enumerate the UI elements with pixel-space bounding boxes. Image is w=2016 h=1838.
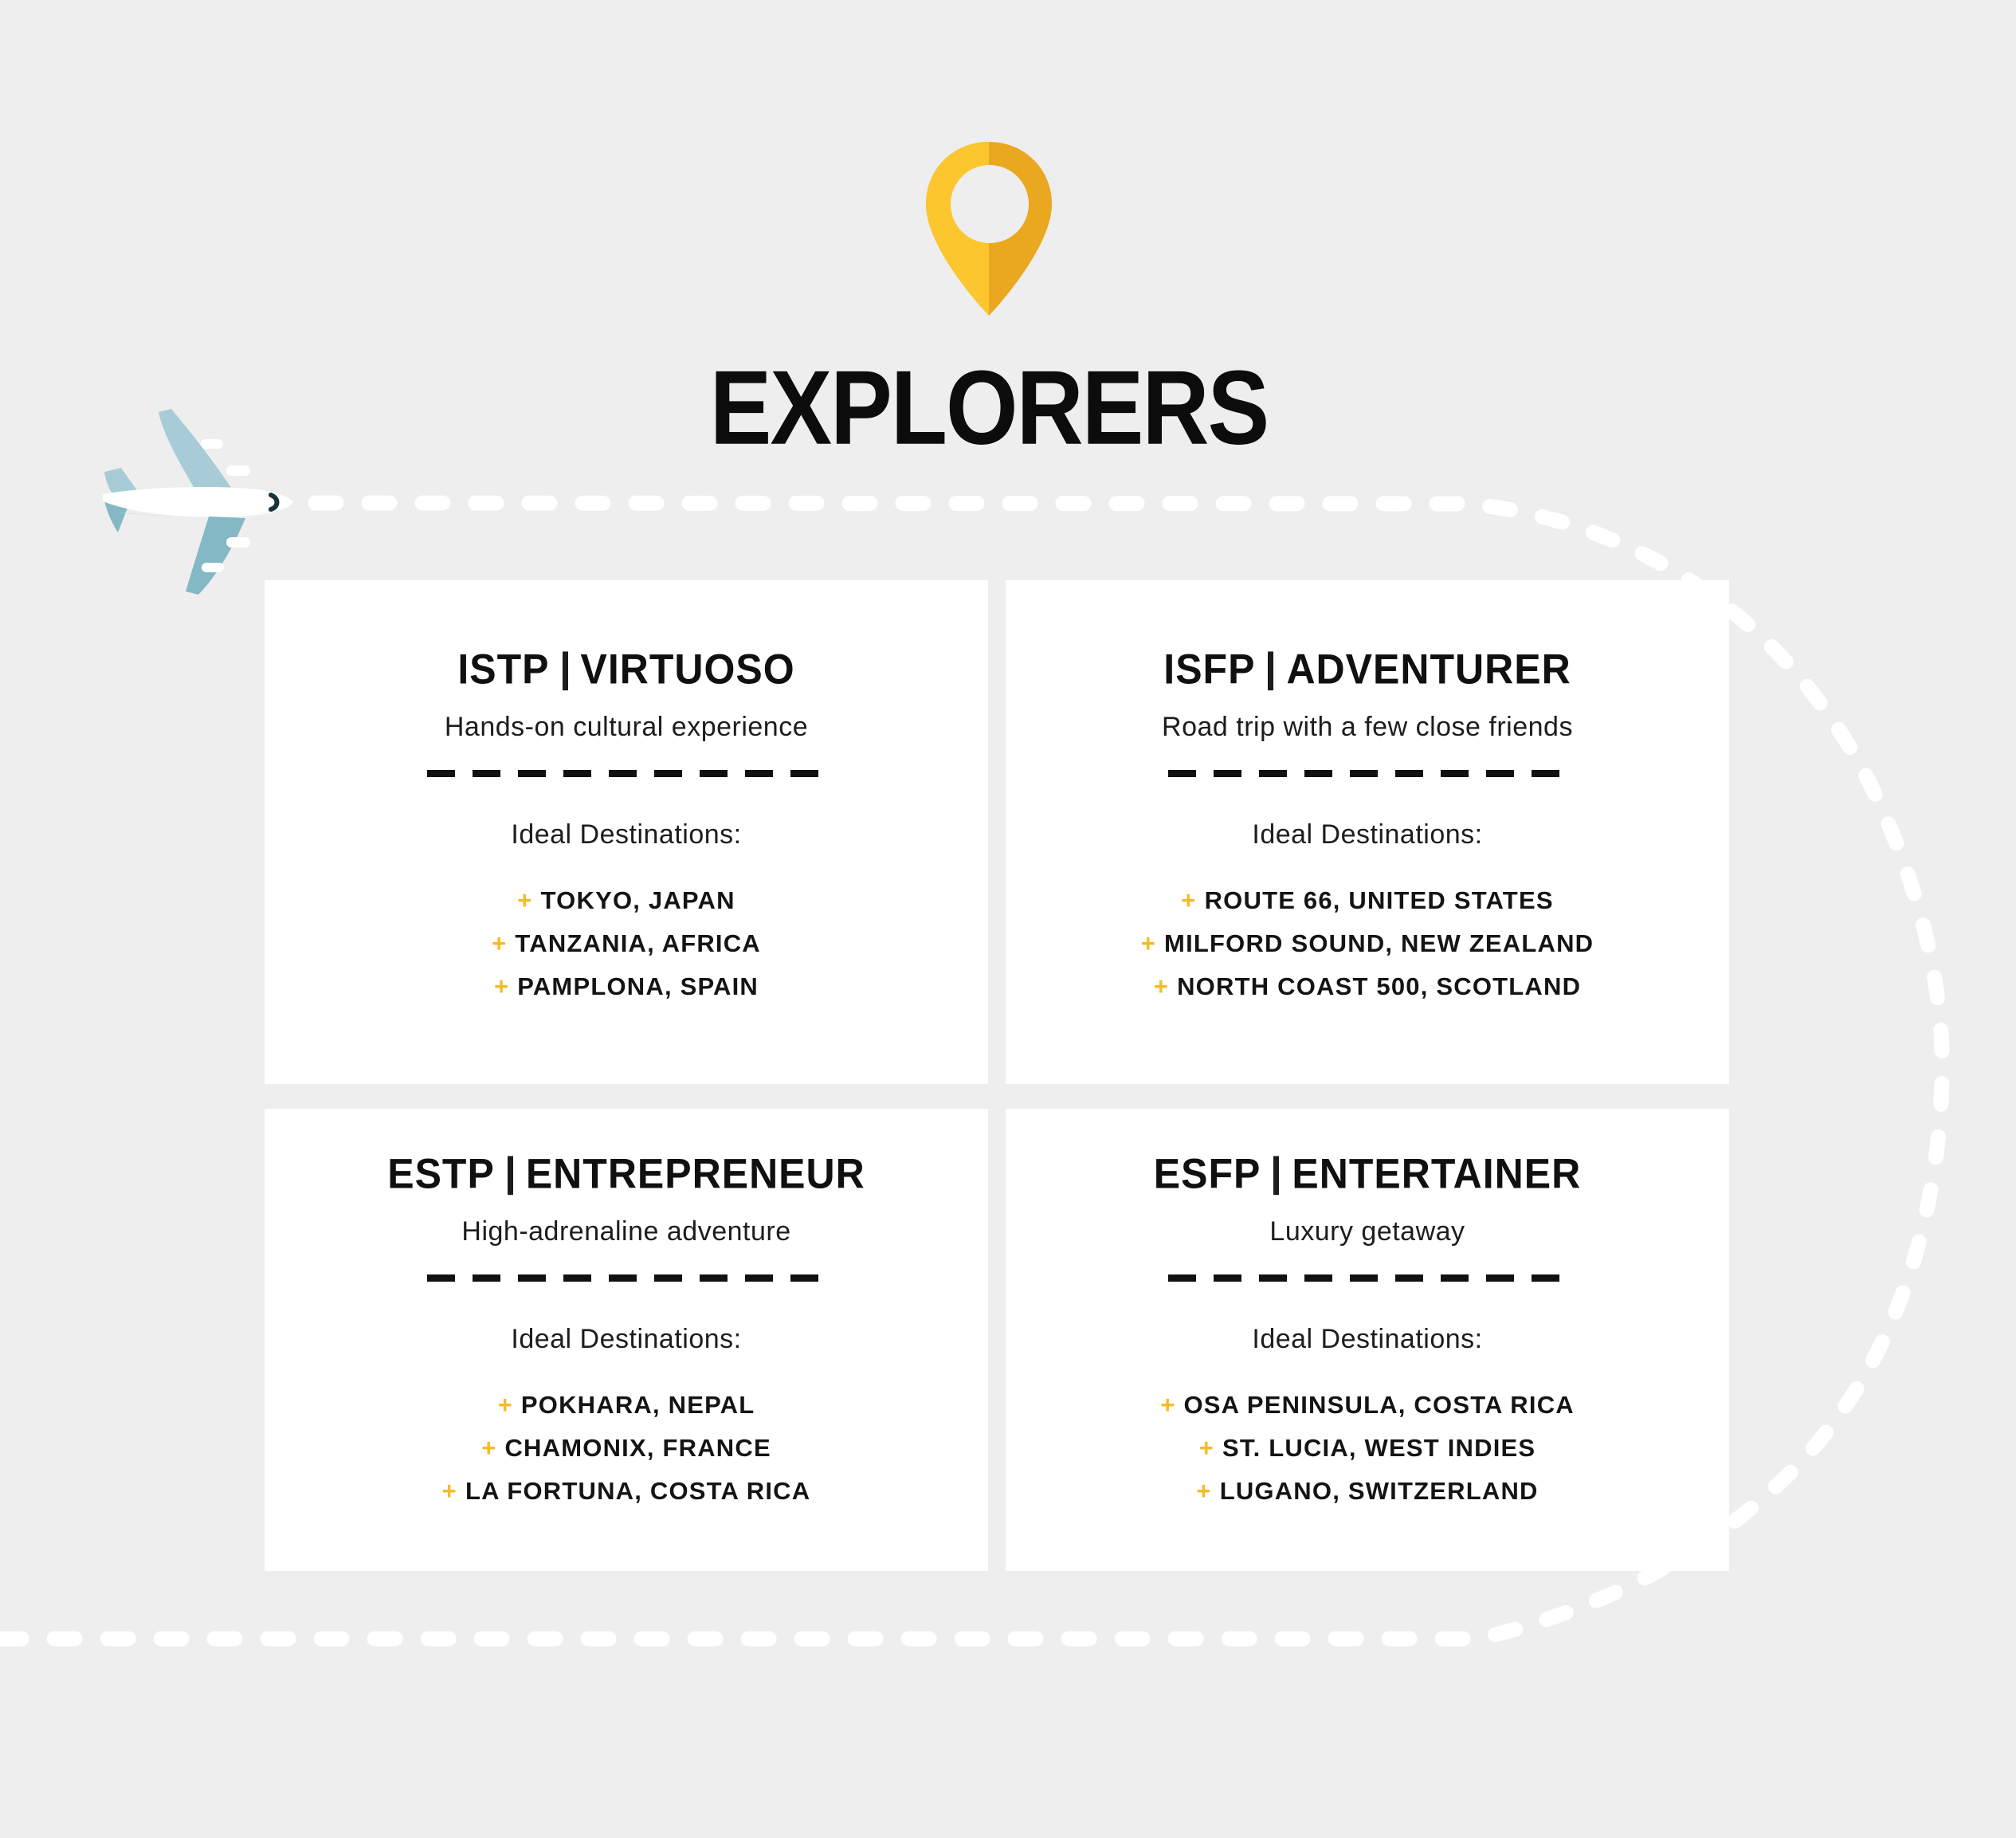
- destination-item: +CHAMONIX, FRANCE: [265, 1427, 988, 1470]
- destination-item: + LA FORTUNA, COSTA RICA: [265, 1470, 988, 1513]
- separator-bar: [562, 651, 568, 691]
- plus-icon: +: [492, 929, 508, 957]
- destination-list: +TOKYO, JAPAN +TANZANIA, AFRICA +PAMPLON…: [265, 879, 988, 1008]
- plus-icon: +: [497, 1391, 513, 1419]
- separator-bar: [1268, 651, 1274, 691]
- airplane-icon: [103, 409, 293, 595]
- destination-list: +POKHARA, NEPAL +CHAMONIX, FRANCE +LA FO…: [265, 1384, 988, 1513]
- card-heading: ESTP ENTREPRENEUR: [265, 1150, 988, 1197]
- page-title: EXPLORERS: [709, 348, 1269, 467]
- destination-text: TANZANIA, AFRICA: [515, 929, 761, 957]
- plus-icon: +: [1198, 1434, 1215, 1462]
- destination-text: PAMPLONA, SPAIN: [517, 972, 759, 1000]
- card-heading: ISTP VIRTUOSO: [265, 646, 988, 693]
- separator-bar: [507, 1156, 513, 1196]
- card-heading: ESFP ENTERTAINER: [1006, 1150, 1729, 1197]
- type-code: ISTP: [457, 646, 550, 693]
- type-name: VIRTUOSO: [580, 646, 795, 693]
- destination-item: +ROUTE 66, UNITED STATES: [1006, 879, 1729, 922]
- type-code: ESFP: [1153, 1150, 1261, 1198]
- destination-item: +LUGANO, SWITZERLAND: [1006, 1470, 1729, 1513]
- plus-icon: +: [1160, 1391, 1176, 1419]
- destination-item: +ST. LUCIA, WEST INDIES: [1006, 1427, 1729, 1470]
- destination-item: +POKHARA, NEPAL: [265, 1384, 988, 1427]
- location-pin-icon: [926, 142, 1052, 316]
- dashed-divider: [427, 770, 826, 777]
- card-subtitle: Hands-on cultural experience: [444, 712, 809, 742]
- type-name: ENTERTAINER: [1292, 1150, 1582, 1198]
- dashed-divider: [1168, 1274, 1567, 1282]
- destination-text: CHAMONIX, FRANCE: [504, 1434, 771, 1462]
- plus-icon: +: [493, 972, 510, 1000]
- card-subtitle: Luxury getaway: [1269, 1216, 1465, 1247]
- separator-bar: [1273, 1156, 1280, 1196]
- destination-text: POKHARA, NEPAL: [520, 1391, 755, 1419]
- card-subtitle: High-adrenaline adventure: [461, 1216, 791, 1247]
- card-esfp-entertainer: ESFP ENTERTAINER Luxury getaway Ideal Des…: [1006, 1109, 1729, 1571]
- card-subtitle: Road trip with a few close friends: [1162, 712, 1573, 742]
- destination-text: ROUTE 66, UNITED STATES: [1204, 886, 1554, 914]
- destination-item: +NORTH COAST 500, SCOTLAND: [1006, 965, 1729, 1008]
- plus-icon: +: [1196, 1477, 1212, 1505]
- destination-item: +TOKYO, JAPAN: [265, 879, 988, 922]
- personality-cards-grid: ISTP VIRTUOSO Hands-on cultural experienc…: [265, 580, 1729, 1571]
- destination-item: +OSA PENINSULA, COSTA RICA: [1006, 1384, 1729, 1427]
- destination-item: +TANZANIA, AFRICA: [265, 922, 988, 965]
- destination-item: +MILFORD SOUND, NEW ZEALAND: [1006, 922, 1729, 965]
- destination-list: +ROUTE 66, UNITED STATES +MILFORD SOUND,…: [1006, 879, 1729, 1008]
- plus-icon: +: [481, 1434, 497, 1462]
- destination-item: +PAMPLONA, SPAIN: [265, 965, 988, 1008]
- card-isfp-adventurer: ISFP ADVENTURER Road trip with a few clos…: [1006, 580, 1729, 1084]
- header: EXPLORERS: [0, 142, 1997, 461]
- type-code: ESTP: [387, 1150, 495, 1198]
- destination-text: OSA PENINSULA, COSTA RICA: [1183, 1391, 1575, 1419]
- card-istp-virtuoso: ISTP VIRTUOSO Hands-on cultural experienc…: [265, 580, 988, 1084]
- ideal-destinations-label: Ideal Destinations:: [511, 1324, 742, 1354]
- destination-text: ST. LUCIA, WEST INDIES: [1222, 1434, 1536, 1462]
- ideal-destinations-label: Ideal Destinations:: [511, 819, 742, 850]
- destination-text: LUGANO, SWITZERLAND: [1219, 1477, 1539, 1505]
- dashed-divider: [427, 1274, 826, 1282]
- type-name: ADVENTURER: [1286, 646, 1571, 693]
- dashed-divider: [1168, 770, 1567, 777]
- destination-text: MILFORD SOUND, NEW ZEALAND: [1164, 929, 1594, 957]
- ideal-destinations-label: Ideal Destinations:: [1252, 819, 1483, 850]
- destination-text: LA FORTUNA, COSTA RICA: [465, 1477, 811, 1505]
- plus-icon: +: [1140, 929, 1157, 957]
- card-estp-entrepreneur: ESTP ENTREPRENEUR High-adrenaline adventu…: [265, 1109, 988, 1571]
- ideal-destinations-label: Ideal Destinations:: [1252, 1324, 1483, 1354]
- destination-list: +OSA PENINSULA, COSTA RICA +ST. LUCIA, W…: [1006, 1384, 1729, 1513]
- plus-icon: +: [441, 1477, 457, 1505]
- destination-text: TOKYO, JAPAN: [540, 886, 735, 914]
- type-name: ENTREPRENEUR: [525, 1150, 865, 1198]
- destination-text: NORTH COAST 500, SCOTLAND: [1177, 972, 1582, 1000]
- plus-icon: +: [1153, 972, 1170, 1000]
- plus-icon: +: [1181, 886, 1197, 914]
- card-heading: ISFP ADVENTURER: [1006, 646, 1729, 693]
- type-code: ISFP: [1163, 646, 1256, 693]
- dashed-route-path: [0, 495, 1950, 1647]
- plus-icon: +: [517, 886, 533, 914]
